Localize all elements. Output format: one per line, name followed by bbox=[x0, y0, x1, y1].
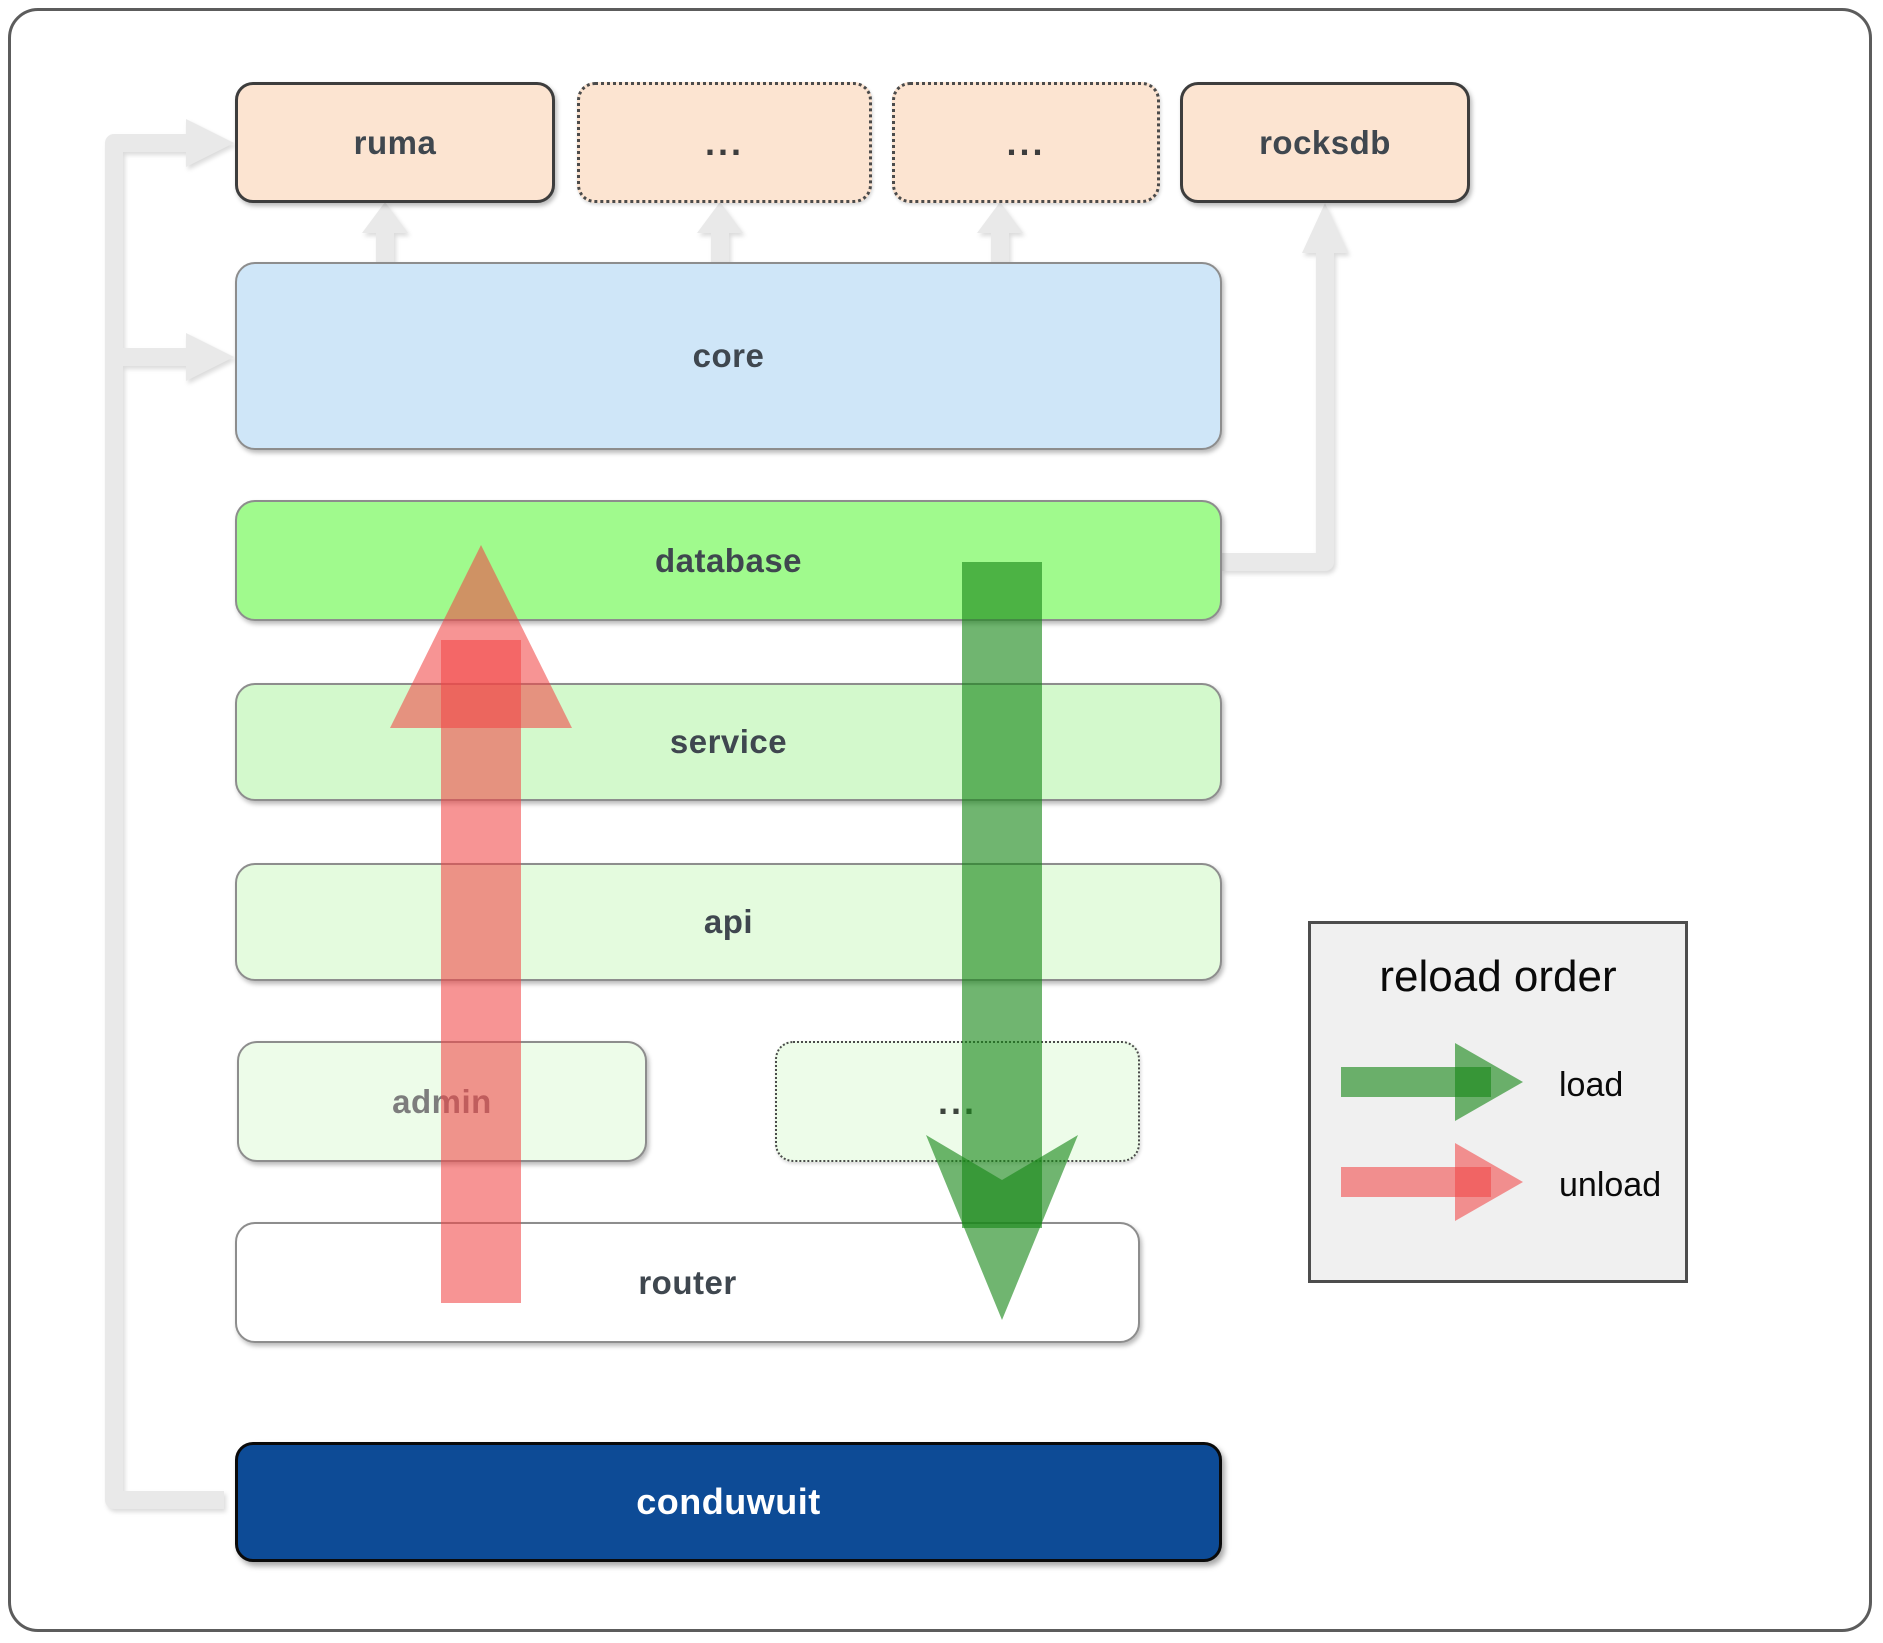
ellipsis-label-2: ... bbox=[1006, 121, 1046, 163]
core-label: core bbox=[692, 337, 765, 374]
rocksdb-box: rocksdb bbox=[1180, 82, 1470, 203]
service-layer: service bbox=[235, 683, 1222, 801]
rocksdb-label: rocksdb bbox=[1259, 123, 1391, 161]
core-to-ellipsis2-arrow bbox=[977, 202, 1023, 262]
conduwuit-box: conduwuit bbox=[235, 1442, 1222, 1562]
ellipsis-box-3: ... bbox=[775, 1041, 1140, 1162]
api-layer: api bbox=[235, 863, 1222, 981]
ellipsis-box-2: ... bbox=[892, 82, 1160, 203]
admin-box: admin bbox=[237, 1041, 647, 1162]
core-to-ellipsis1-arrow bbox=[697, 202, 743, 262]
rocksdb-arrowhead-icon bbox=[1302, 203, 1348, 253]
service-label: service bbox=[669, 723, 788, 760]
database-label: database bbox=[654, 541, 803, 579]
api-label: api bbox=[703, 903, 754, 940]
ruma-label: ruma bbox=[353, 123, 437, 161]
core-arrowhead-icon bbox=[186, 333, 234, 381]
router-label: router bbox=[638, 1263, 737, 1301]
diagram-frame bbox=[8, 8, 1872, 1632]
core-to-ruma-arrow bbox=[362, 202, 408, 262]
ellipsis-label-1: ... bbox=[704, 121, 744, 163]
ruma-box: ruma bbox=[235, 82, 555, 203]
database-to-rocksdb-connector bbox=[1222, 250, 1334, 571]
unload-label: unload bbox=[1559, 1165, 1662, 1204]
ellipsis-label-3: ... bbox=[937, 1080, 977, 1122]
conduwuit-label: conduwuit bbox=[636, 1481, 821, 1522]
conduwuit-to-ruma-connector bbox=[105, 134, 224, 1509]
admin-label: admin bbox=[392, 1082, 492, 1120]
legend-title: reload order bbox=[1379, 952, 1617, 1001]
database-layer: database bbox=[235, 500, 1222, 621]
ellipsis-box-1: ... bbox=[577, 82, 872, 203]
router-layer: router bbox=[235, 1222, 1140, 1343]
ruma-arrowhead-icon bbox=[186, 119, 234, 167]
load-label: load bbox=[1559, 1065, 1624, 1104]
legend: reload order load unload bbox=[1308, 921, 1688, 1283]
core-layer: core bbox=[235, 262, 1222, 450]
